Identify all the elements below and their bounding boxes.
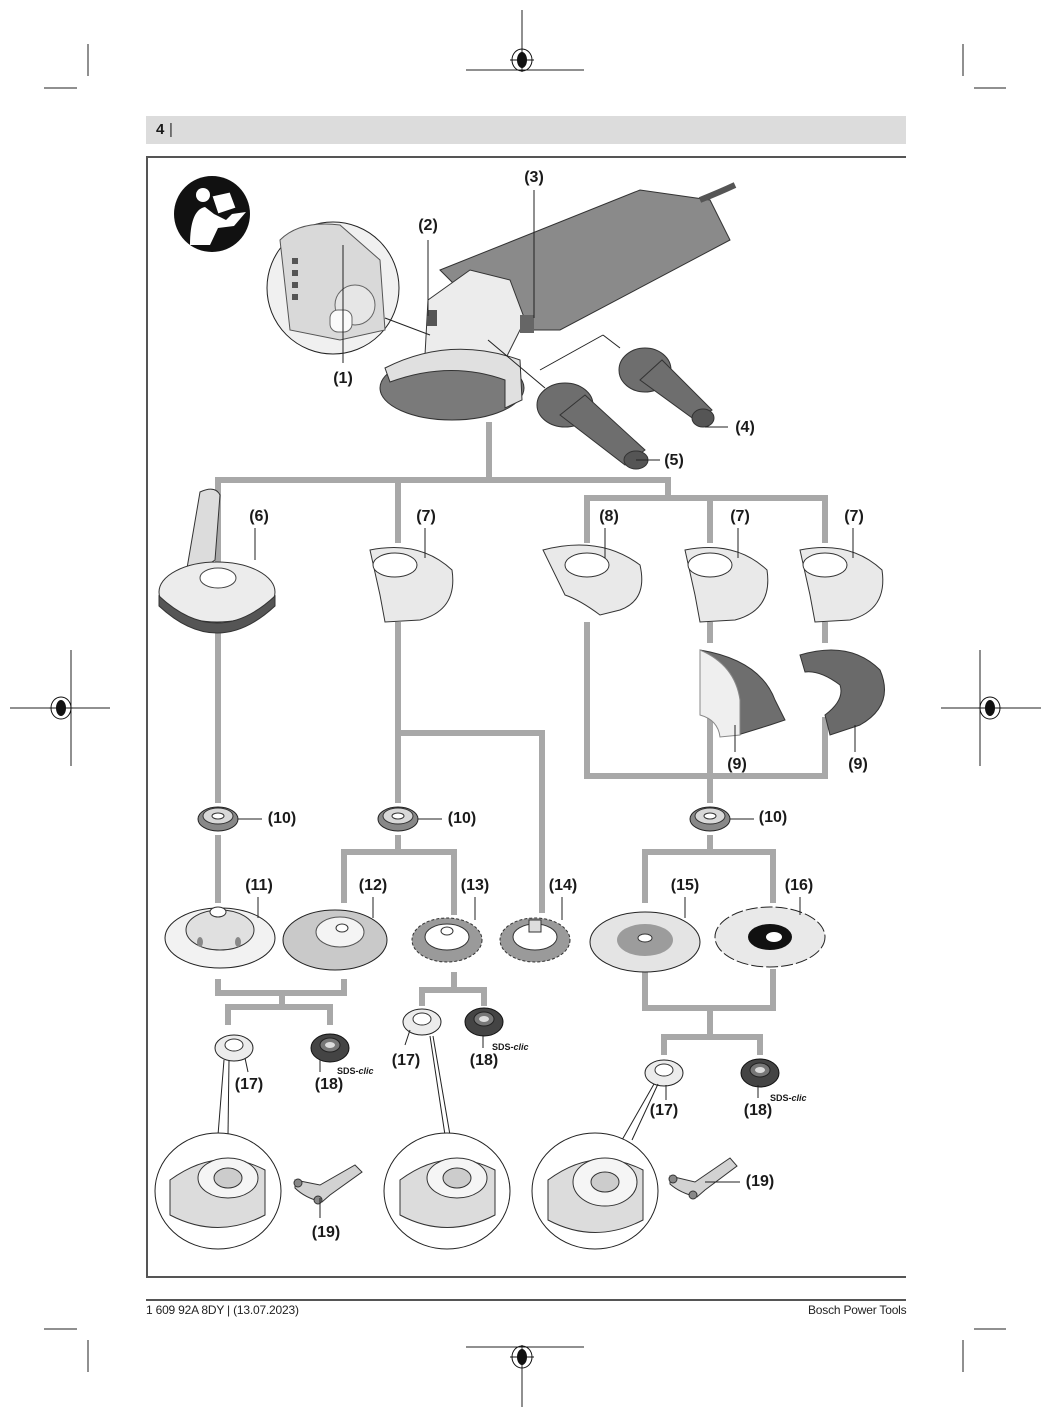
part-label-19: (19) (745, 1173, 775, 1190)
page-separator: | (169, 121, 173, 138)
registration-mark-icon (510, 1345, 534, 1369)
angle-grinder (379, 182, 737, 421)
part-label-13: (13) (460, 877, 490, 894)
protection-guard-7 (799, 547, 884, 623)
protection-guard-7 (684, 547, 769, 623)
spindle-lock-detail (266, 221, 431, 355)
part-label-17: (17) (649, 1102, 679, 1119)
part-label-16: (16) (784, 877, 814, 894)
clamping-nut-detail (531, 1132, 659, 1250)
quick-clamping-nut-18 (310, 1033, 350, 1063)
document-id: 1 609 92A 8DY | (13.07.2023) (146, 1303, 299, 1317)
two-pin-spanner-19 (293, 1164, 363, 1218)
part-label-7: (7) (416, 508, 436, 525)
part-label-10: (10) (447, 810, 477, 827)
cover-guard-9a (699, 649, 786, 738)
part-label-1: (1) (333, 370, 353, 387)
registration-mark-icon (510, 48, 534, 72)
cover-guard-9b (799, 649, 885, 736)
part-label-6: (6) (249, 508, 269, 525)
protection-guard-7 (369, 547, 454, 623)
part-label-12: (12) (358, 877, 388, 894)
part-label-9: (9) (848, 756, 868, 773)
mounting-flange-10 (689, 806, 731, 832)
part-label-9: (9) (727, 756, 747, 773)
clamping-nut-17 (402, 1008, 442, 1036)
clamping-nut-detail (383, 1132, 511, 1250)
part-label-8: (8) (599, 508, 619, 525)
part-label-18: (18) (314, 1076, 344, 1093)
part-label-19: (19) (311, 1224, 341, 1241)
clamping-nut-17 (644, 1059, 684, 1087)
part-label-11: (11) (245, 877, 273, 894)
wire-cup-brush-13 (411, 917, 483, 963)
part-label-7: (7) (844, 508, 864, 525)
protection-guard-8 (542, 544, 643, 616)
part-label-17: (17) (234, 1076, 264, 1093)
sds-clic-logo: SDS-clic (337, 1066, 374, 1076)
part-label-18: (18) (743, 1102, 773, 1119)
auxiliary-handle-5 (536, 382, 649, 470)
part-label-17: (17) (391, 1052, 421, 1069)
mounting-flange-10 (377, 806, 419, 832)
sds-clic-logo: SDS-clic (492, 1042, 529, 1052)
registration-mark-icon (978, 696, 1002, 720)
extraction-guard-6 (158, 488, 276, 634)
read-manual-icon (174, 176, 250, 252)
grinding-disc-12 (282, 909, 388, 971)
backing-pad-11 (164, 906, 276, 969)
part-label-15: (15) (670, 877, 700, 894)
registration-mark-icon (49, 696, 73, 720)
clamping-nut-17 (214, 1034, 254, 1062)
part-label-18: (18) (469, 1052, 499, 1069)
clamping-nut-detail (154, 1132, 282, 1250)
quick-clamping-nut-18 (464, 1007, 504, 1037)
part-label-10: (10) (267, 810, 297, 827)
part-label-2: (2) (418, 217, 438, 234)
part-label-5: (5) (664, 452, 684, 469)
wire-wheel-brush-14 (499, 917, 571, 963)
footer-rule (146, 1299, 906, 1301)
figure-frame (146, 156, 906, 1278)
part-label-4: (4) (735, 419, 755, 436)
cutting-disc-15 (589, 911, 701, 973)
footer-brand: Bosch Power Tools (808, 1303, 907, 1317)
part-label-3: (3) (524, 169, 544, 186)
part-label-10: (10) (758, 809, 788, 826)
sds-clic-logo: SDS-clic (770, 1093, 807, 1103)
diamond-cutting-disc-16 (714, 906, 826, 968)
header-bar (146, 116, 906, 144)
quick-clamping-nut-18 (740, 1058, 780, 1088)
page-number: 4 (156, 121, 165, 138)
mounting-flange-10 (197, 806, 239, 832)
auxiliary-handle-4 (539, 334, 715, 428)
two-pin-spanner-19 (668, 1157, 740, 1200)
part-label-14: (14) (548, 877, 578, 894)
part-label-7: (7) (730, 508, 750, 525)
